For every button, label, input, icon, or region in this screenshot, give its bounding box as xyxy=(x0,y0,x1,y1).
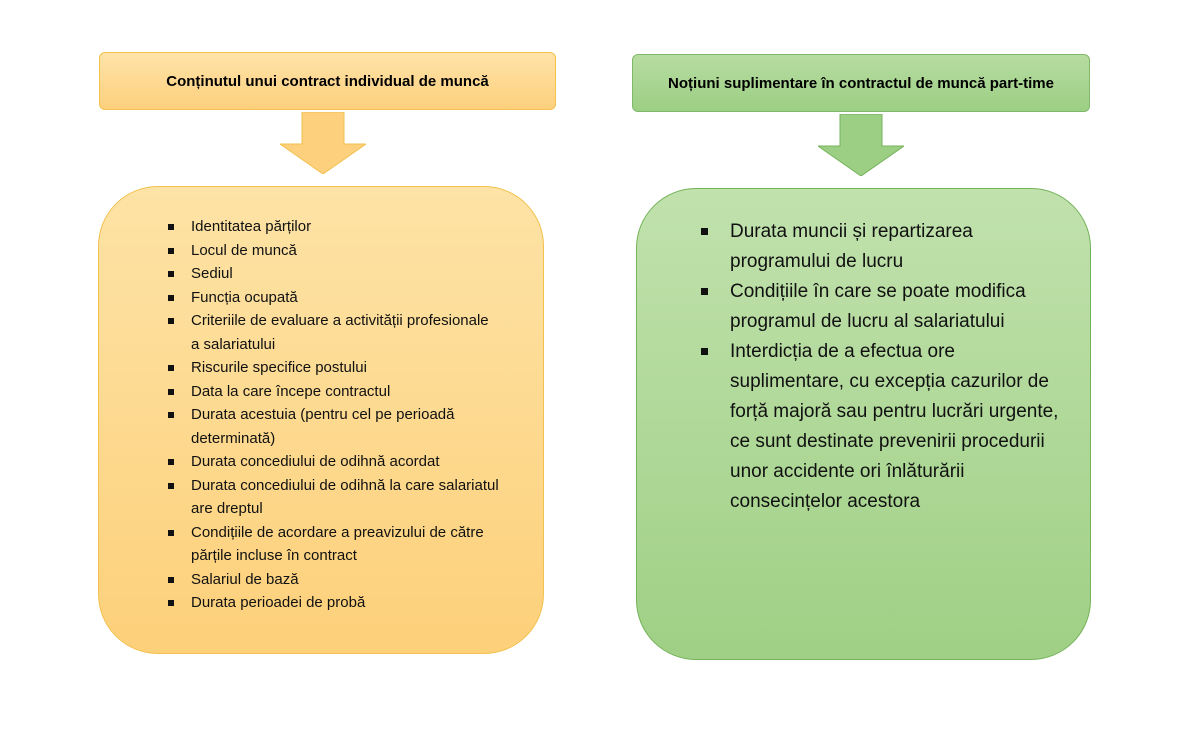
square-bullet-icon xyxy=(168,459,174,465)
left-list-item: Riscurile specifice postului xyxy=(168,356,501,380)
left-list-item: Criteriile de evaluare a activității pro… xyxy=(168,309,501,356)
left-list-item-text: Durata concediului de odihnă acordat xyxy=(191,453,440,470)
left-list-item: Durata concediului de odihnă la care sal… xyxy=(168,474,501,521)
left-list-item: Identitatea părților xyxy=(168,215,501,239)
left-list-item-text: Durata perioadei de probă xyxy=(191,594,366,611)
left-list-item: Durata perioadei de probă xyxy=(168,591,501,615)
left-list-item: Durata concediului de odihnă acordat xyxy=(168,450,501,474)
left-list-item-text: Funcția ocupată xyxy=(191,288,298,306)
right-list-item-text: Condițiile în care se poate modifica pro… xyxy=(730,281,1026,332)
left-list-item: Locul de muncă xyxy=(168,239,501,263)
square-bullet-icon xyxy=(168,529,174,536)
right-content-box: Durata muncii și repartizarea programulu… xyxy=(636,188,1091,660)
square-bullet-icon xyxy=(701,228,708,235)
square-bullet-icon xyxy=(168,482,174,489)
square-bullet-icon xyxy=(168,412,174,418)
square-bullet-icon xyxy=(168,271,174,277)
left-list-item: Funcția ocupată xyxy=(168,286,501,310)
square-bullet-icon xyxy=(168,365,174,371)
left-list-item-text: Identitatea părților xyxy=(191,218,312,235)
square-bullet-icon xyxy=(168,388,174,395)
square-bullet-icon xyxy=(168,576,174,583)
left-list-item-text: Locul de muncă xyxy=(191,241,297,259)
square-bullet-icon xyxy=(168,600,174,606)
right-item-list: Durata muncii și repartizarea programulu… xyxy=(701,217,1063,517)
left-header-text: Conținutul unui contract individual de m… xyxy=(166,72,489,90)
left-list-item-text: Sediul xyxy=(191,265,233,282)
left-list-item: Salariul de bază xyxy=(168,568,501,592)
left-header-box: Conținutul unui contract individual de m… xyxy=(99,52,556,110)
right-list-item-text: Durata muncii și repartizarea programulu… xyxy=(730,221,973,272)
right-header-text: Noțiuni suplimentare în contractul de mu… xyxy=(668,74,1054,92)
square-bullet-icon xyxy=(168,247,174,254)
right-list-item: Condițiile în care se poate modifica pro… xyxy=(701,277,1063,337)
square-bullet-icon xyxy=(168,224,174,230)
left-list-item: Sediul xyxy=(168,262,501,286)
left-list-item-text: Durata concediului de odihnă la care sal… xyxy=(191,476,499,518)
square-bullet-icon xyxy=(168,318,174,324)
right-list-item-text: Interdicția de a efectua ore suplimentar… xyxy=(730,341,1059,512)
left-list-item-text: Data la care începe contractul xyxy=(191,382,391,400)
left-list-item-text: Riscurile specifice postului xyxy=(191,359,367,376)
right-list-item: Interdicția de a efectua ore suplimentar… xyxy=(701,337,1063,517)
right-header-box: Noțiuni suplimentare în contractul de mu… xyxy=(632,54,1090,112)
square-bullet-icon xyxy=(168,294,174,301)
square-bullet-icon xyxy=(701,348,708,355)
left-down-arrow xyxy=(280,112,366,174)
left-list-item-text: Durata acestuia (pentru cel pe perioadă … xyxy=(191,406,455,447)
left-list-item: Data la care începe contractul xyxy=(168,380,501,404)
left-list-item: Durata acestuia (pentru cel pe perioadă … xyxy=(168,403,501,450)
square-bullet-icon xyxy=(701,288,708,295)
left-list-item-text: Criteriile de evaluare a activității pro… xyxy=(191,312,489,353)
left-list-item-text: Salariul de bază xyxy=(191,570,299,588)
right-down-arrow xyxy=(818,114,904,176)
left-list-item-text: Condițiile de acordare a preavizului de … xyxy=(191,523,484,565)
left-list-item: Condițiile de acordare a preavizului de … xyxy=(168,521,501,568)
right-list-item: Durata muncii și repartizarea programulu… xyxy=(701,217,1063,277)
